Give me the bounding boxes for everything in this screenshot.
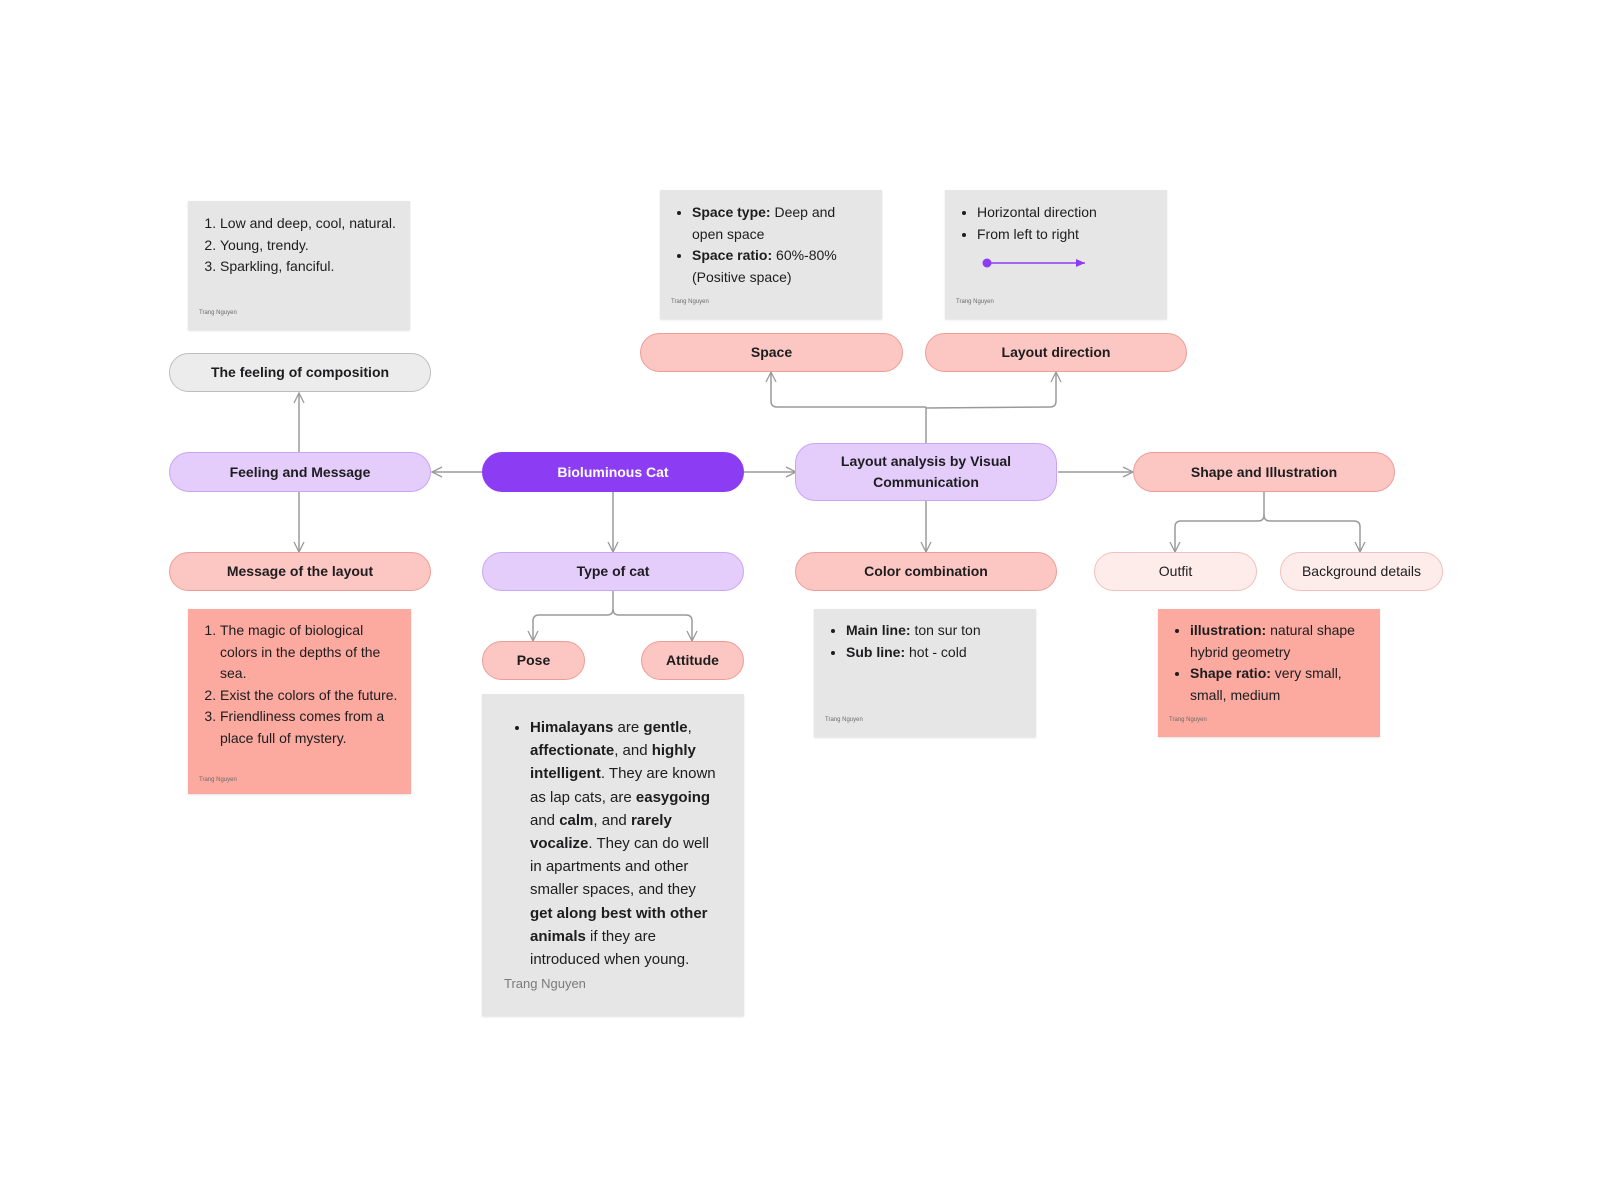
note-composition-feelings: Low and deep, cool, natural. Young, tren…: [188, 201, 410, 330]
edge-shape-to-outfit: [1175, 492, 1265, 552]
note-author: Trang Nguyen: [199, 310, 237, 316]
node-color-combination[interactable]: Color combination: [795, 552, 1057, 591]
note-author: Trang Nguyen: [671, 299, 709, 305]
list-item: From left to right: [977, 224, 1155, 246]
node-layout-direction[interactable]: Layout direction: [925, 333, 1187, 372]
list-item: Low and deep, cool, natural.: [220, 213, 400, 235]
list-item: Space type: Deep and open space: [692, 202, 862, 245]
note-layout-message: The magic of biological colors in the de…: [188, 609, 411, 794]
node-layout-analysis[interactable]: Layout analysis by Visual Communication: [795, 443, 1057, 501]
node-background-details[interactable]: Background details: [1280, 552, 1443, 591]
node-feeling-of-composition[interactable]: The feeling of composition: [169, 353, 431, 392]
node-type-of-cat[interactable]: Type of cat: [482, 552, 744, 591]
node-outfit[interactable]: Outfit: [1094, 552, 1257, 591]
message-list: The magic of biological colors in the de…: [188, 620, 399, 749]
direction-list: Horizontal direction From left to right: [945, 202, 1155, 245]
list-item: Space ratio: 60%-80% (Positive space): [692, 245, 862, 288]
node-message-of-layout[interactable]: Message of the layout: [169, 552, 431, 591]
list-item: Sparkling, fanciful.: [220, 256, 400, 278]
composition-list: Low and deep, cool, natural. Young, tren…: [188, 213, 400, 278]
shape-list: illustration: natural shape hybrid geome…: [1158, 620, 1370, 706]
note-himalayan-description: Himalayans are gentle, affectionate, and…: [482, 694, 744, 1016]
edge-shape-to-background: [1263, 514, 1360, 552]
note-shape-illustration: illustration: natural shape hybrid geome…: [1158, 609, 1380, 737]
note-author: Trang Nguyen: [504, 976, 586, 992]
space-list: Space type: Deep and open space Space ra…: [660, 202, 862, 288]
list-item: Exist the colors of the future.: [220, 685, 399, 707]
note-author: Trang Nguyen: [825, 717, 863, 723]
list-item: illustration: natural shape hybrid geome…: [1190, 620, 1370, 663]
note-author: Trang Nguyen: [1169, 717, 1207, 723]
node-feeling-and-message[interactable]: Feeling and Message: [169, 452, 431, 492]
note-layout-direction: Horizontal direction From left to right …: [945, 190, 1167, 319]
note-author: Trang Nguyen: [956, 299, 994, 305]
left-to-right-arrow-icon: [982, 258, 1085, 268]
list-item: Horizontal direction: [977, 202, 1155, 224]
list-item: Shape ratio: very small, small, medium: [1190, 663, 1370, 706]
edge-type-to-pose: [533, 589, 614, 641]
note-color-combination: Main line: ton sur ton Sub line: hot - c…: [814, 609, 1036, 737]
note-space: Space type: Deep and open space Space ra…: [660, 190, 882, 319]
list-item: Young, trendy.: [220, 235, 400, 257]
list-item: Himalayans are gentle, affectionate, and…: [530, 716, 722, 971]
edge-layout-to-direction: [925, 372, 1056, 409]
cat-description-list: Himalayans are gentle, affectionate, and…: [482, 716, 722, 971]
node-pose[interactable]: Pose: [482, 641, 585, 680]
list-item: Sub line: hot - cold: [846, 642, 1026, 664]
node-shape-and-illustration[interactable]: Shape and Illustration: [1133, 452, 1395, 492]
color-list: Main line: ton sur ton Sub line: hot - c…: [814, 620, 1026, 663]
note-author: Trang Nguyen: [199, 777, 237, 783]
list-item: Friendliness comes from a place full of …: [220, 706, 399, 749]
node-attitude[interactable]: Attitude: [641, 641, 744, 680]
list-item: The magic of biological colors in the de…: [220, 620, 399, 685]
edge-type-to-attitude: [612, 608, 692, 641]
list-item: Main line: ton sur ton: [846, 620, 1026, 642]
node-bioluminous-cat[interactable]: Bioluminous Cat: [482, 452, 744, 492]
node-space[interactable]: Space: [640, 333, 903, 372]
edge-layout-to-space: [771, 372, 927, 443]
